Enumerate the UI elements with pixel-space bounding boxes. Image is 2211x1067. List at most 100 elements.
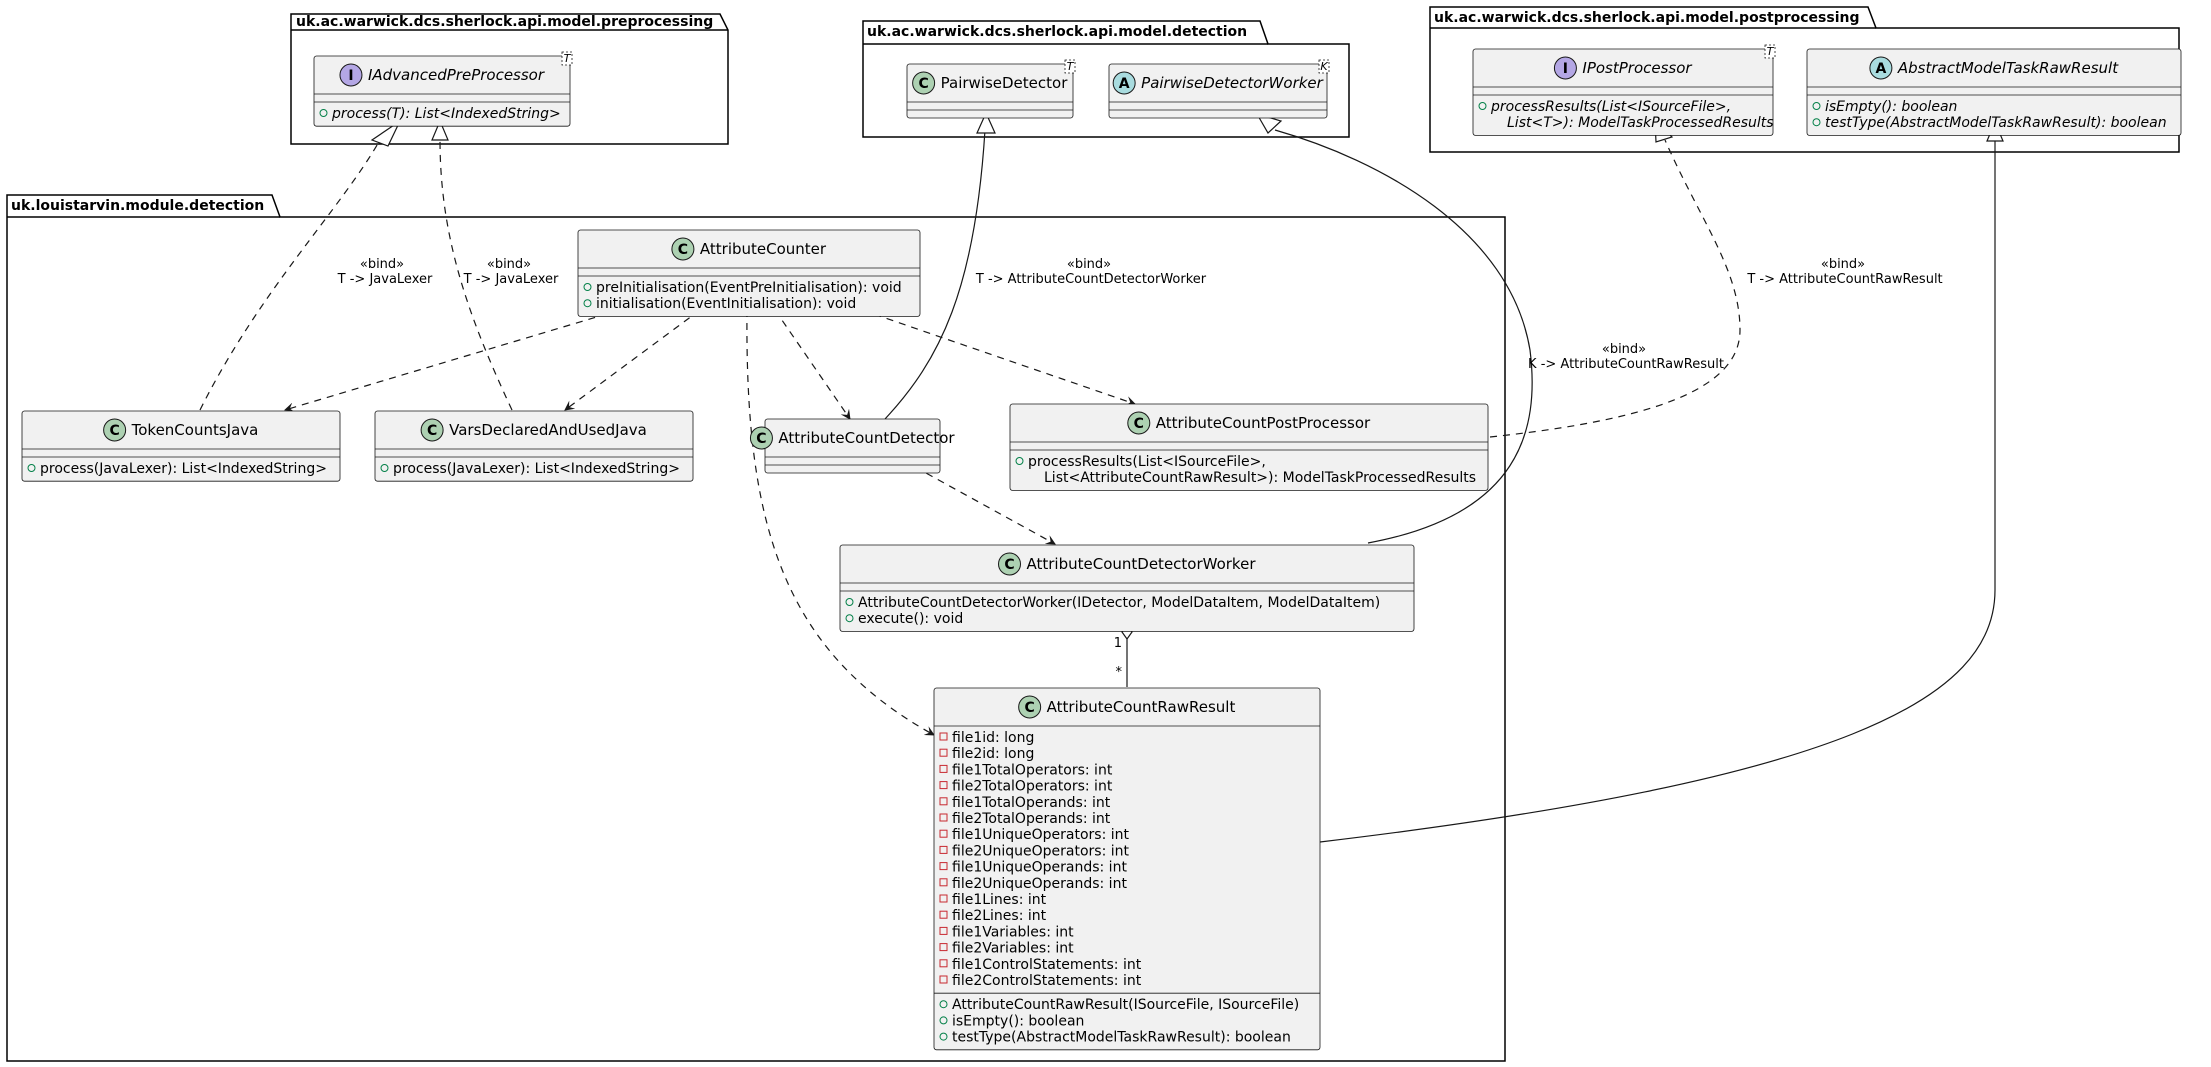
class-kind-glyph: C xyxy=(756,431,766,447)
class-box xyxy=(313,55,571,127)
package-title: uk.ac.warwick.dcs.sherlock.api.model.pre… xyxy=(296,14,713,30)
public-visibility-icon xyxy=(1015,457,1024,465)
class-kind-glyph: C xyxy=(678,242,688,258)
class-ipostprocessor[interactable]: IPostProcessorITprocessResults(List<ISou… xyxy=(1472,44,1776,136)
class-name: TokenCountsJava xyxy=(131,421,259,439)
class-attribute-counter[interactable]: AttributeCounter CpreInitialisation(Event… xyxy=(577,229,921,317)
class-method: isEmpty(): boolean xyxy=(1825,99,1957,115)
bind-label: «bind» xyxy=(1602,342,1646,357)
public-visibility-icon xyxy=(845,614,854,623)
bind-label: T -> AttributeCountRawResult xyxy=(1746,272,1942,287)
private-visibility-icon xyxy=(939,959,948,968)
class-name: AttributeCountRawResult xyxy=(1047,698,1236,716)
class-kind-icon xyxy=(1127,411,1151,435)
template-param-box xyxy=(1318,59,1330,74)
private-visibility-icon xyxy=(939,797,948,806)
generalization-head-detector xyxy=(976,111,996,134)
class-vars-declared[interactable]: VarsDeclaredAndUsedJavaCprocess(JavaLexe… xyxy=(374,410,694,482)
class-name: IAdvancedPreProcessor xyxy=(368,66,545,84)
class-kind-icon xyxy=(671,237,695,261)
generalization-raw-result xyxy=(1319,140,1996,843)
realization-head-vars xyxy=(431,119,449,141)
class-name: VarsDeclaredAndUsedJava xyxy=(449,421,647,439)
public-visibility-icon xyxy=(1478,102,1487,110)
class-method: process(JavaLexer): List<IndexedString> xyxy=(40,461,327,477)
class-box xyxy=(1806,48,2182,136)
public-visibility-icon xyxy=(1812,118,1821,127)
class-field: file1UniqueOperators: int xyxy=(952,827,1130,843)
public-visibility-icon xyxy=(939,1000,948,1009)
private-visibility-icon xyxy=(939,894,948,903)
class-method: process(T): List<IndexedString> xyxy=(331,106,561,122)
public-visibility-icon xyxy=(583,299,592,308)
private-visibility-icon xyxy=(939,862,948,871)
private-visibility-icon xyxy=(939,732,948,741)
class-method-continuation: List<AttributeCountRawResult>): ModelTas… xyxy=(1044,470,1476,486)
class-detector-worker[interactable]: AttributeCountDetectorWorkerCAttributeCo… xyxy=(839,544,1415,632)
class-method-continuation: List<T>): ModelTaskProcessedResults xyxy=(1507,115,1774,131)
class-field: file1TotalOperands: int xyxy=(952,795,1111,811)
class-field: file2ControlStatements: int xyxy=(952,973,1142,989)
class-kind-icon xyxy=(1869,56,1893,80)
class-kind-glyph: A xyxy=(1875,61,1886,77)
class-kind-icon xyxy=(103,418,127,442)
private-visibility-icon xyxy=(939,943,948,952)
class-method: AttributeCountRawResult(ISourceFile, ISo… xyxy=(952,997,1299,1013)
class-kind-icon xyxy=(998,552,1022,576)
public-visibility-icon xyxy=(583,283,592,291)
bind-label: «bind» xyxy=(1067,257,1111,272)
private-visibility-icon xyxy=(939,829,948,838)
class-method: processResults(List<ISourceFile>, xyxy=(1490,99,1731,115)
class-kind-glyph: I xyxy=(348,68,353,84)
class-name: PairwiseDetectorWorker xyxy=(1141,74,1324,92)
bind-label: T -> JavaLexer xyxy=(337,272,433,287)
class-name: IPostProcessor xyxy=(1582,59,1692,77)
class-name: AttributeCountDetectorWorker xyxy=(1027,555,1257,573)
class-kind-icon xyxy=(1018,695,1042,719)
private-visibility-icon xyxy=(939,781,948,790)
template-param-box xyxy=(561,51,573,66)
package-title: uk.ac.warwick.dcs.sherlock.api.model.det… xyxy=(867,24,1247,40)
class-method: testType(AbstractModelTaskRawResult): bo… xyxy=(1825,115,2167,131)
dependency-detector-worker xyxy=(914,466,1056,545)
template-param: T xyxy=(1767,45,1775,58)
class-field: file1id: long xyxy=(952,730,1034,746)
class-box xyxy=(21,410,341,482)
class-name: AttributeCounter xyxy=(700,240,827,258)
dependency-raw-result xyxy=(746,309,935,736)
public-visibility-icon xyxy=(1812,102,1821,110)
class-box xyxy=(577,229,921,317)
class-field: file1ControlStatements: int xyxy=(952,957,1142,973)
class-method: preInitialisation(EventPreInitialisation… xyxy=(596,280,902,296)
realization-head-token xyxy=(370,119,402,147)
private-visibility-icon xyxy=(939,926,948,935)
class-box xyxy=(374,410,694,482)
private-visibility-icon xyxy=(939,813,948,822)
class-kind-glyph: C xyxy=(1025,700,1035,716)
package-title: uk.ac.warwick.dcs.sherlock.api.model.pos… xyxy=(1434,10,1860,26)
class-field: file1UniqueOperands: int xyxy=(952,860,1127,876)
class-box xyxy=(839,544,1415,632)
class-field: file1Lines: int xyxy=(952,892,1047,908)
private-visibility-icon xyxy=(939,975,948,984)
class-kind-icon xyxy=(339,63,363,87)
dependency-token-counts xyxy=(284,309,621,413)
class-kind-glyph: A xyxy=(1119,76,1130,92)
class-field: file2Lines: int xyxy=(952,908,1047,924)
class-post-processor[interactable]: AttributeCountPostProcessorCprocessResul… xyxy=(1009,403,1489,491)
class-name: AttributeCountPostProcessor xyxy=(1156,414,1371,432)
class-kind-glyph: C xyxy=(1134,416,1144,432)
class-kind-icon xyxy=(420,418,444,442)
private-visibility-icon xyxy=(939,910,948,919)
public-visibility-icon xyxy=(939,1032,948,1041)
generalization-detector-worker xyxy=(1274,129,1533,544)
